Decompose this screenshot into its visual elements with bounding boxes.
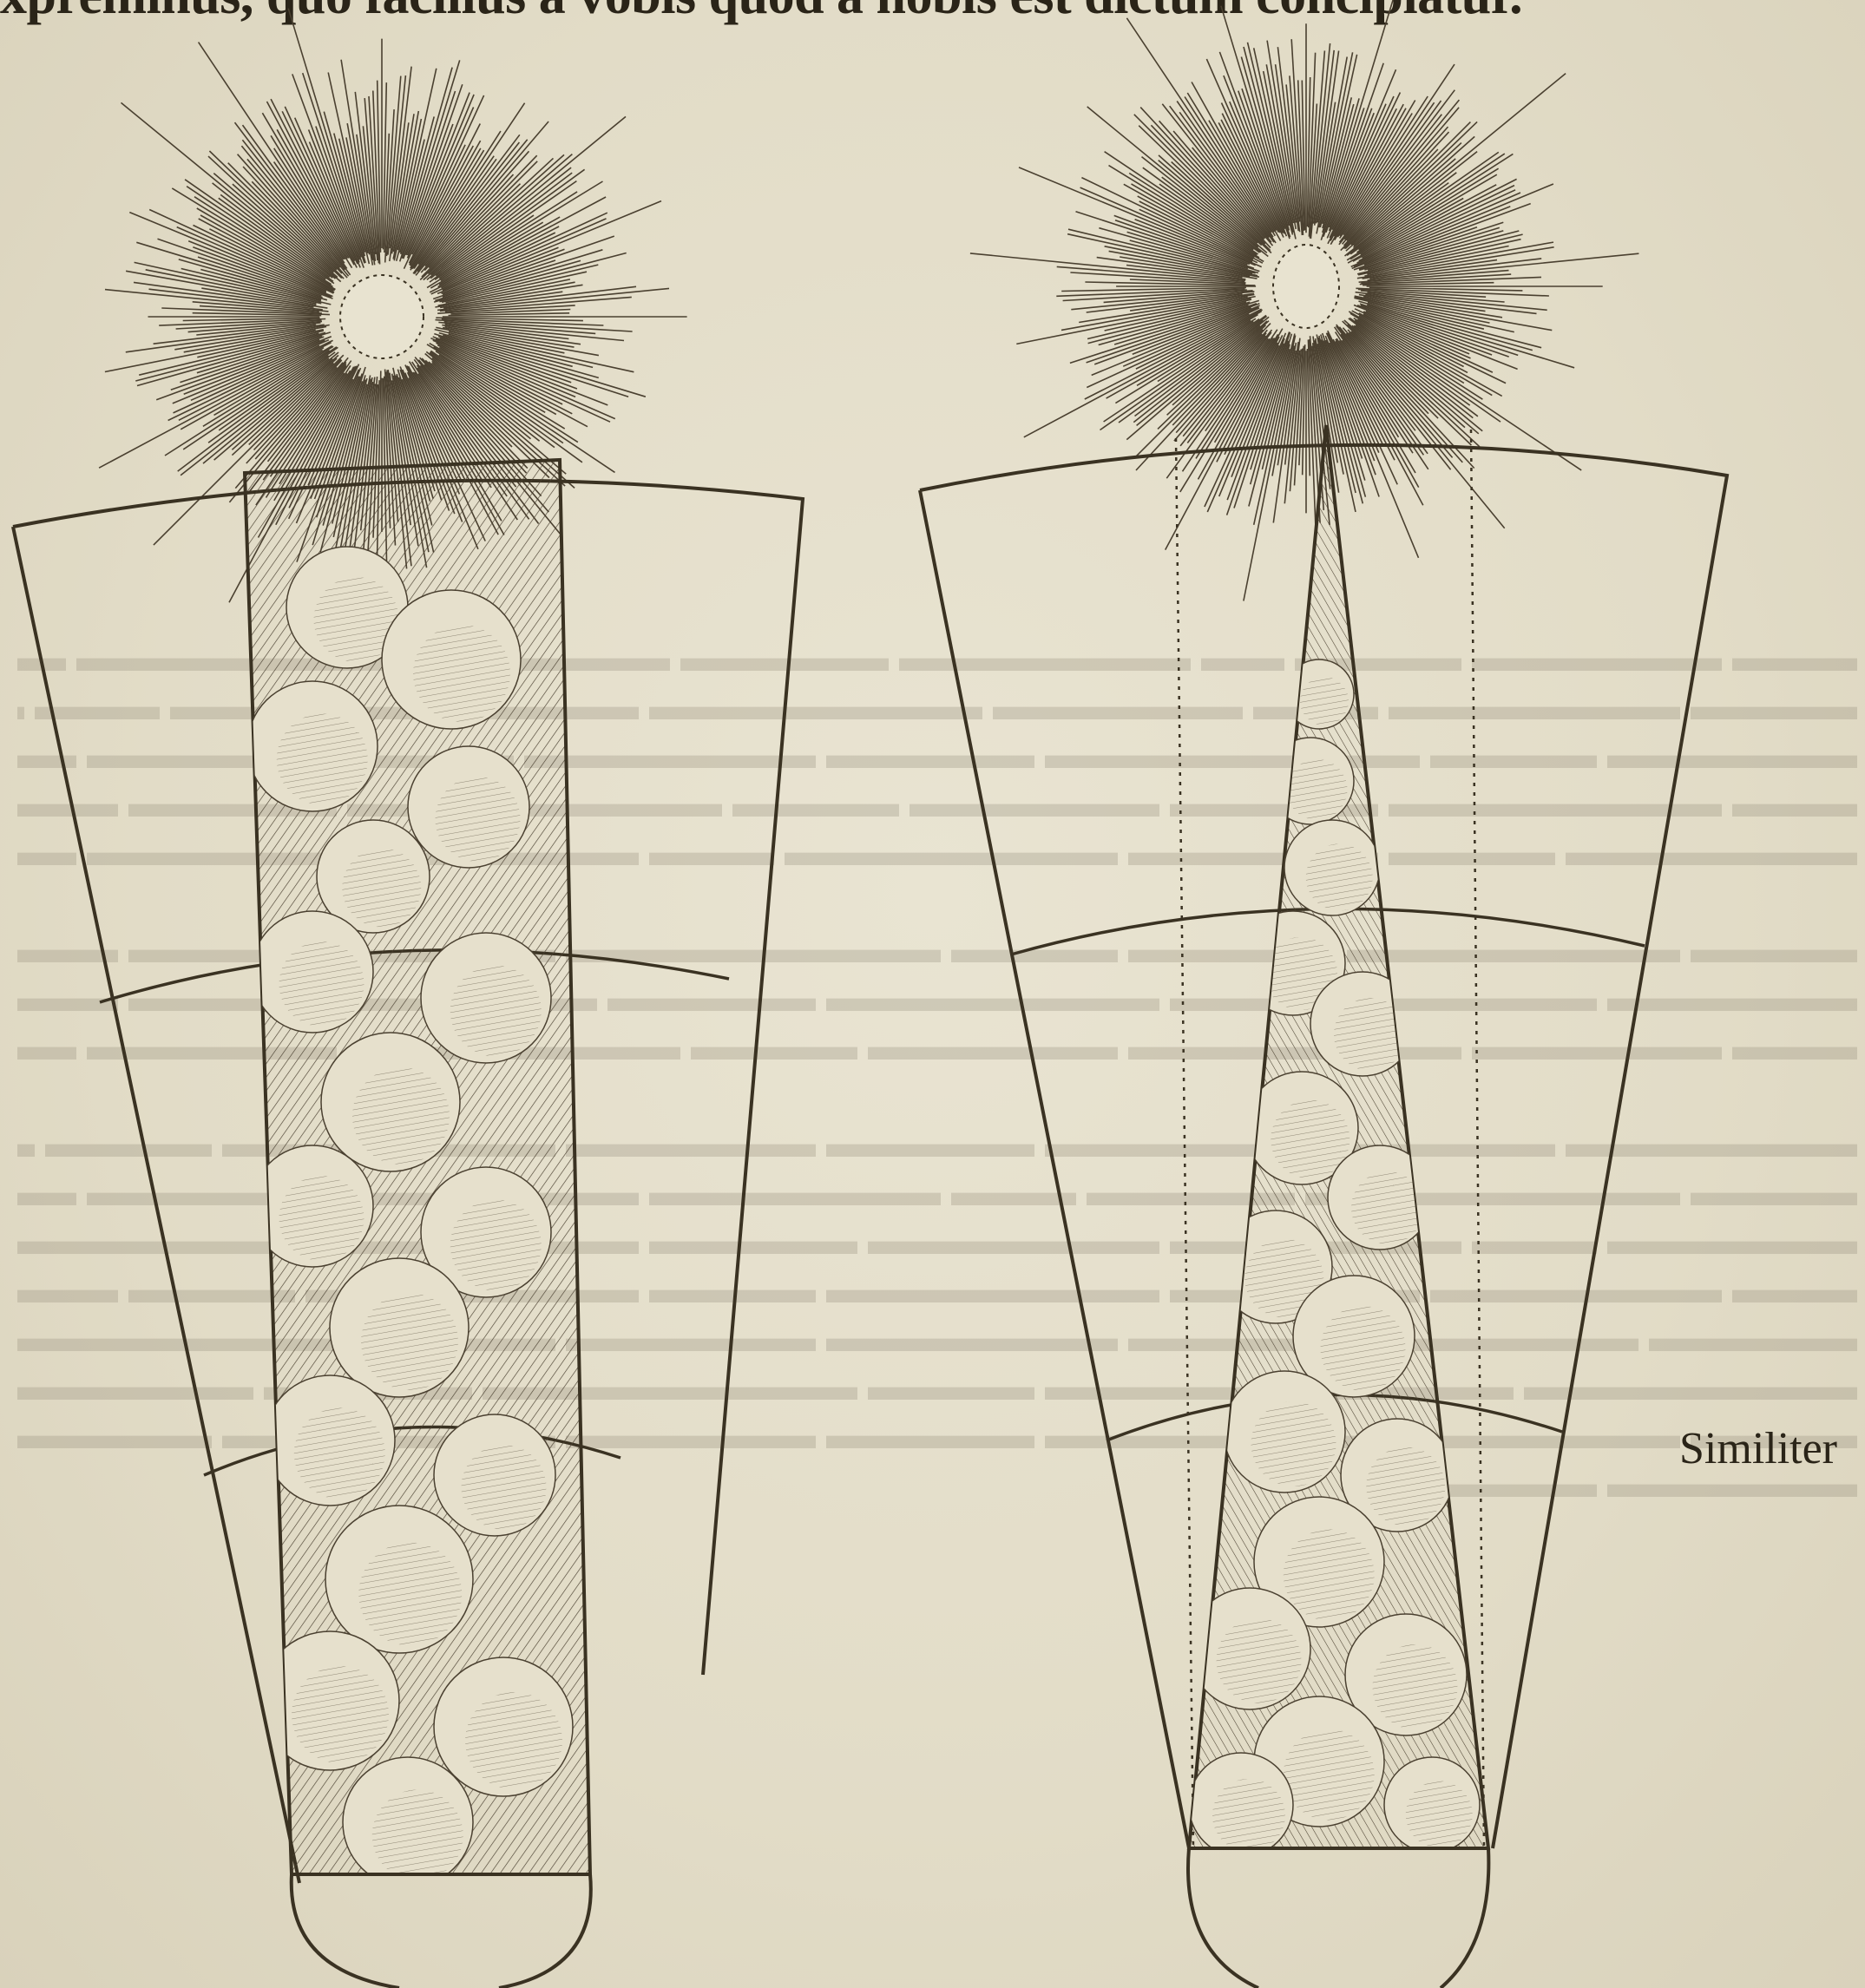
cloud-shade: [450, 966, 542, 1057]
cloud-shade: [1366, 1447, 1445, 1526]
cloud-shade: [279, 1176, 364, 1261]
cloud-shade: [1251, 1401, 1336, 1486]
star-ray: [1353, 74, 1566, 248]
right-comet-figure: [920, 0, 1727, 1988]
catchword: Similiter: [1679, 1423, 1837, 1474]
cloud-shade: [1321, 1306, 1406, 1391]
cloud-shade: [450, 1200, 542, 1291]
cloud-shade: [436, 777, 521, 862]
cloud-shade: [1284, 1530, 1375, 1621]
left-comet-nucleus: [340, 275, 424, 358]
cloud-shade: [279, 942, 364, 1027]
star-ray: [1336, 325, 1451, 469]
cloud-shade: [352, 1067, 450, 1165]
cloud-shade: [1212, 1779, 1285, 1852]
cloud-shade: [465, 1692, 562, 1789]
left-bottom-cup: [292, 1874, 591, 1988]
cloud-shade: [292, 1666, 389, 1763]
star-ray: [1323, 63, 1383, 237]
left-comet-figure: [13, 9, 803, 1988]
right-bottom-cup: [1188, 1848, 1488, 1988]
right-comet-nucleus: [1273, 245, 1339, 328]
cloud-shade: [413, 625, 510, 722]
cloud-shade: [462, 1445, 547, 1530]
cloud-shade: [1306, 844, 1373, 911]
cloud-shade: [294, 1408, 385, 1499]
cloud-shade: [342, 849, 421, 928]
star-ray: [135, 262, 322, 303]
cloud-shade: [277, 714, 368, 805]
cloud-shade: [361, 1293, 458, 1390]
cloud-shade: [358, 1543, 462, 1646]
cloud-shade: [1406, 1781, 1473, 1848]
star-ray: [121, 102, 336, 279]
cloud-shade: [1300, 677, 1349, 725]
cloud-shade: [1217, 1618, 1302, 1703]
cloud-shade: [1284, 1729, 1375, 1821]
cloud-shade: [1373, 1644, 1458, 1729]
cloud-shade: [372, 1790, 463, 1881]
cloud-shade: [1287, 759, 1348, 820]
